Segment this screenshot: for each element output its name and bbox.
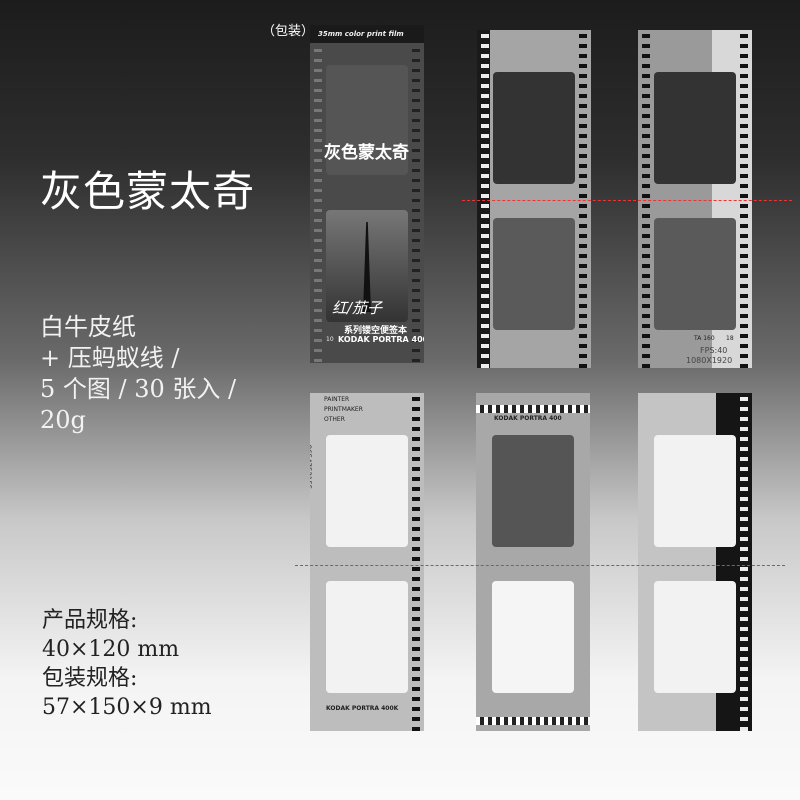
photo-frame xyxy=(654,435,736,547)
package-header: 35mm color print film xyxy=(318,30,404,38)
spec-line: + 压蚂蚁线 / xyxy=(40,344,180,372)
film-label: KODAK PORTRA 400K xyxy=(326,705,399,712)
product-spec: 白牛皮纸 + 压蚂蚁线 / 5 个图 / 30 张入 / 20g xyxy=(40,312,236,436)
photo-frame xyxy=(326,581,408,693)
sprocket-holes xyxy=(481,30,489,368)
signature: 红/茄子 xyxy=(332,299,383,317)
cut-line xyxy=(462,200,792,201)
photo-frame xyxy=(654,72,736,184)
product-size: 产品规格: 40×120 mm 包装规格: 57×150×9 mm xyxy=(42,606,212,722)
film-label: KODAK PORTRA 400 xyxy=(494,415,562,422)
sprocket-holes xyxy=(412,393,420,731)
package-title: 灰色蒙太奇 xyxy=(324,143,409,163)
product-title: 灰色蒙太奇 xyxy=(40,167,256,216)
photo-frame xyxy=(492,581,574,693)
size-line: 包装规格: xyxy=(42,666,138,691)
sprocket-holes xyxy=(314,45,322,363)
spec-line: 白牛皮纸 xyxy=(40,313,136,341)
photo-frame xyxy=(326,435,408,547)
size-line: 产品规格: xyxy=(42,608,138,633)
frame-number: 10 xyxy=(326,336,334,343)
sprocket-holes xyxy=(579,30,587,368)
label-printmaker: PRINTMAKER xyxy=(324,406,363,413)
photo-frame xyxy=(654,581,736,693)
resolution-label: 1080X1920 xyxy=(686,356,733,365)
size-line: 40×120 mm xyxy=(42,637,180,662)
label-other: OTHER xyxy=(324,416,345,423)
film-code: TA 160 xyxy=(694,335,715,342)
sprocket-holes xyxy=(412,45,420,363)
sprocket-holes xyxy=(642,30,650,368)
photo-frame xyxy=(493,72,575,184)
spec-line: 5 个图 / 30 张入 / xyxy=(40,375,237,403)
fps-label: FPS:40 xyxy=(700,346,728,355)
tower-photo xyxy=(326,210,408,322)
label-painter: PAINTER xyxy=(324,396,350,403)
sprocket-holes xyxy=(476,717,590,725)
cut-line xyxy=(295,565,785,566)
spec-line: 20g xyxy=(40,406,86,434)
package-label: （包装） xyxy=(262,24,315,39)
package-strip: 35mm color print film 灰色蒙太奇 红/茄子 系列镂空便签本… xyxy=(310,25,424,363)
sprocket-holes xyxy=(476,405,590,413)
film-strip-4: PAINTER PRINTMAKER OTHER 9654752155 KODA… xyxy=(310,393,424,731)
frame-number: 18 xyxy=(726,335,734,342)
size-line: 57×150×9 mm xyxy=(42,695,212,720)
film-strip-3: TA 160 18 FPS:40 1080X1920 xyxy=(638,30,752,368)
tower-icon xyxy=(363,222,371,312)
sprocket-holes xyxy=(740,393,748,731)
photo-frame xyxy=(492,435,574,547)
film-strip-2 xyxy=(477,30,591,368)
film-strip-6 xyxy=(638,393,752,731)
film-strip-5: KODAK PORTRA 400 xyxy=(476,393,590,731)
package-subtitle: 系列镂空便签本 xyxy=(344,326,408,336)
sprocket-holes xyxy=(740,30,748,368)
photo-frame xyxy=(493,218,575,330)
photo-frame xyxy=(326,65,408,175)
serial-number: 9654752155 xyxy=(310,444,313,490)
package-header-bar xyxy=(310,25,424,43)
film-label: KODAK PORTRA 400 xyxy=(338,335,424,344)
photo-frame xyxy=(654,218,736,330)
